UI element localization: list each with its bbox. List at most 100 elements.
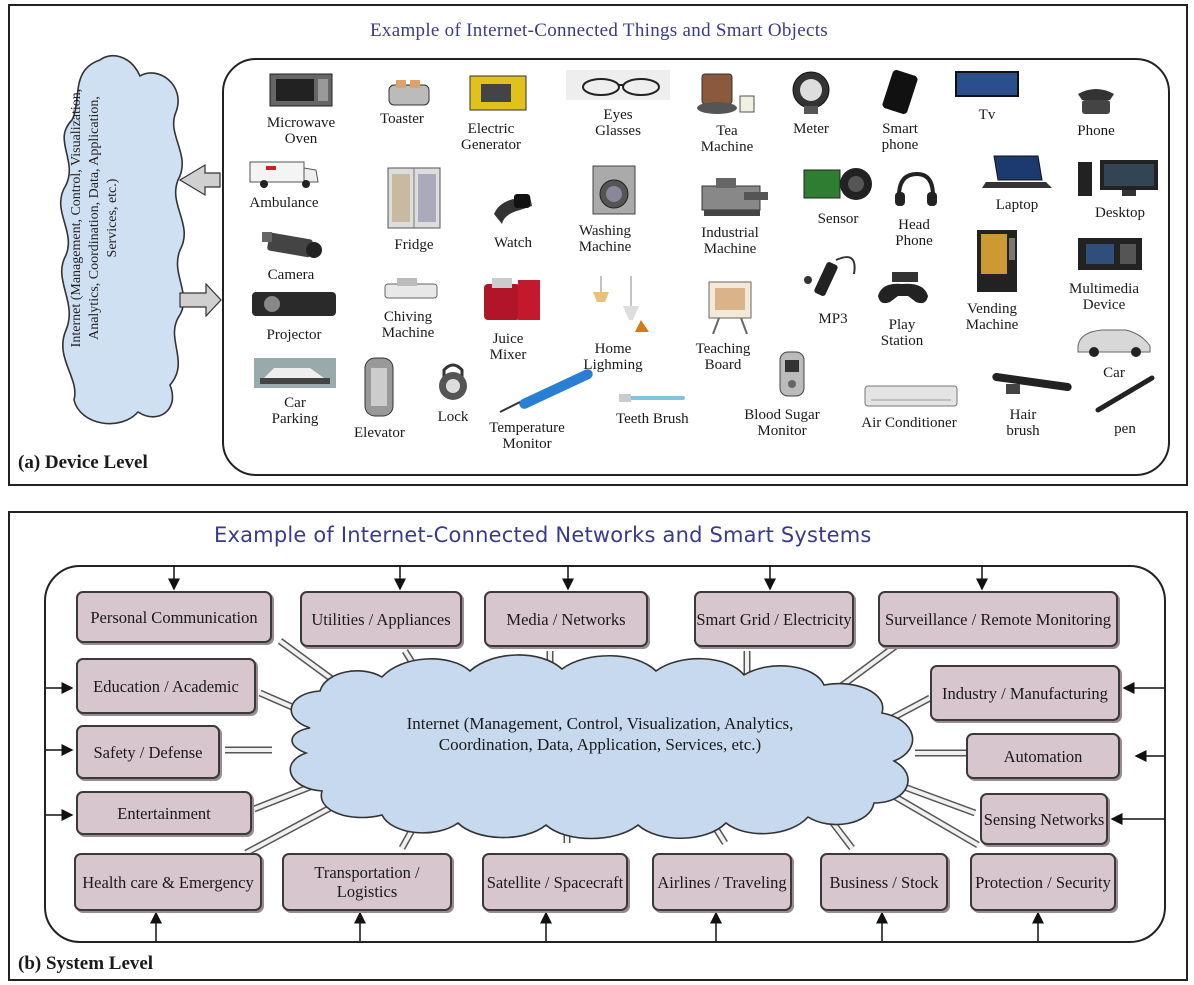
air-conditioner-icon — [864, 385, 958, 407]
device-watch: Watch — [490, 190, 536, 251]
device-tv: Tv — [954, 70, 1020, 123]
system-education: Education / Academic — [76, 658, 256, 714]
device-mp3: MP3 — [798, 250, 868, 327]
device-bloodsugar: Blood Sugar Monitor — [744, 350, 822, 439]
elevator-icon — [364, 357, 394, 417]
toothbrush-icon — [619, 394, 686, 402]
device-container — [222, 58, 1170, 476]
device-vending: Vending Machine — [962, 228, 1032, 333]
system-industry: Industry / Manufacturing — [930, 665, 1120, 721]
device-temperature: Temperature Monitor — [472, 368, 593, 452]
phone-icon — [1078, 89, 1114, 114]
lock-icon — [439, 363, 467, 400]
system-level-panel: Example of Internet-Connected Networks a… — [8, 511, 1188, 981]
device-level-label: (a) Device Level — [18, 452, 148, 473]
system-smart-grid: Smart Grid / Electricity — [694, 591, 854, 647]
generator-icon — [469, 75, 527, 111]
device-toaster: Toaster — [380, 80, 430, 127]
system-sensing-networks: Sensing Networks — [980, 793, 1108, 845]
meter-icon — [792, 71, 830, 114]
tea-machine-icon — [697, 73, 755, 114]
device-industrial: Industrial Machine — [690, 174, 778, 257]
system-media-networks: Media / Networks — [484, 591, 648, 647]
device-parking: Car Parking — [254, 358, 336, 427]
device-desktop: Desktop — [1074, 158, 1166, 221]
device-fridge: Fridge — [382, 166, 446, 253]
thermometer-icon — [499, 369, 593, 413]
multimedia-icon — [1078, 238, 1142, 270]
camera-icon — [262, 232, 322, 258]
device-tea-machine: Tea Machine — [692, 70, 762, 155]
device-elevator: Elevator — [354, 356, 405, 441]
system-surveillance: Surveillance / Remote Monitoring — [878, 591, 1118, 647]
device-aircon: Air Conditioner — [858, 382, 964, 431]
smartphone-icon — [882, 70, 918, 114]
vending-machine-icon — [977, 230, 1017, 292]
system-level-title: Example of Internet-Connected Networks a… — [214, 523, 872, 547]
ambulance-icon — [249, 161, 319, 188]
right-input-arrows — [1110, 682, 1164, 825]
system-personal-communication: Personal Communication — [76, 591, 272, 643]
device-smartphone: Smart phone — [874, 70, 926, 153]
device-cloud-diagram — [60, 54, 222, 425]
device-ambulance: Ambulance — [246, 158, 322, 211]
glucose-meter-icon — [779, 351, 805, 397]
fridge-icon — [387, 167, 441, 229]
device-multimedia: Multimedia Device — [1066, 234, 1154, 313]
system-satellite: Satellite / Spacecraft — [482, 853, 628, 911]
device-lock: Lock — [432, 358, 474, 425]
arrow-to-cloud — [178, 163, 221, 197]
device-camera: Camera — [258, 230, 324, 283]
device-juice: Juice Mixer — [478, 276, 548, 363]
internet-cloud-shape — [289, 654, 914, 840]
device-microwave: Microwave Oven — [253, 70, 349, 147]
microwave-icon — [269, 73, 333, 107]
device-teethbrush: Teeth Brush — [616, 392, 689, 427]
device-chiving: Chiving Machine — [372, 276, 450, 341]
device-sensor: Sensor — [800, 164, 876, 227]
tv-icon — [955, 71, 1019, 97]
system-business: Business / Stock — [820, 853, 948, 911]
car-parking-icon — [254, 358, 336, 388]
device-pen: pen — [1092, 374, 1158, 437]
left-input-arrows — [46, 682, 74, 821]
system-transportation: Transportation / Logistics — [282, 853, 452, 911]
washing-machine-icon — [592, 165, 636, 215]
device-headphone: Head Phone — [886, 170, 942, 249]
device-cloud-shape — [60, 54, 186, 425]
glasses-icon — [566, 70, 670, 100]
internet-cloud-label: Internet (Management, Control, Visualiza… — [406, 714, 794, 754]
device-lighting: Home Lighming — [578, 276, 658, 373]
device-level-title: Example of Internet-Connected Things and… — [370, 20, 829, 41]
chiving-machine-icon — [384, 278, 438, 299]
system-safety-defense: Safety / Defense — [76, 725, 220, 779]
device-phone: Phone — [1072, 84, 1120, 139]
desktop-icon — [1078, 160, 1158, 196]
toaster-icon — [388, 80, 430, 106]
arrow-from-cloud — [179, 282, 222, 318]
system-level-label: (b) System Level — [18, 953, 154, 974]
device-generator: Electric Generator — [460, 70, 536, 153]
device-glasses: Eyes Glasses — [566, 70, 670, 139]
teaching-board-icon — [708, 281, 752, 335]
system-protection: Protection / Security — [970, 853, 1116, 911]
device-hairbrush: Hair brush — [986, 370, 1076, 439]
device-car: Car — [1072, 324, 1156, 381]
device-washing: Washing Machine — [579, 164, 648, 255]
lighting-icon — [593, 276, 649, 332]
system-entertainment: Entertainment — [76, 791, 252, 835]
top-input-arrows — [168, 565, 988, 591]
laptop-icon — [982, 155, 1052, 188]
watch-icon — [494, 194, 532, 224]
system-container — [44, 565, 1166, 943]
system-connections — [46, 565, 1164, 941]
device-level-panel: Example of Internet-Connected Things and… — [8, 4, 1188, 486]
headphone-icon — [895, 171, 937, 206]
juice-mixer-icon — [484, 278, 540, 320]
projector-icon — [252, 292, 336, 316]
system-utilities-appliances: Utilities / Appliances — [300, 591, 462, 647]
system-airlines: Airlines / Traveling — [652, 853, 792, 911]
pen-icon — [1095, 375, 1155, 413]
mp3-icon — [804, 256, 856, 296]
hairbrush-icon — [992, 372, 1072, 394]
